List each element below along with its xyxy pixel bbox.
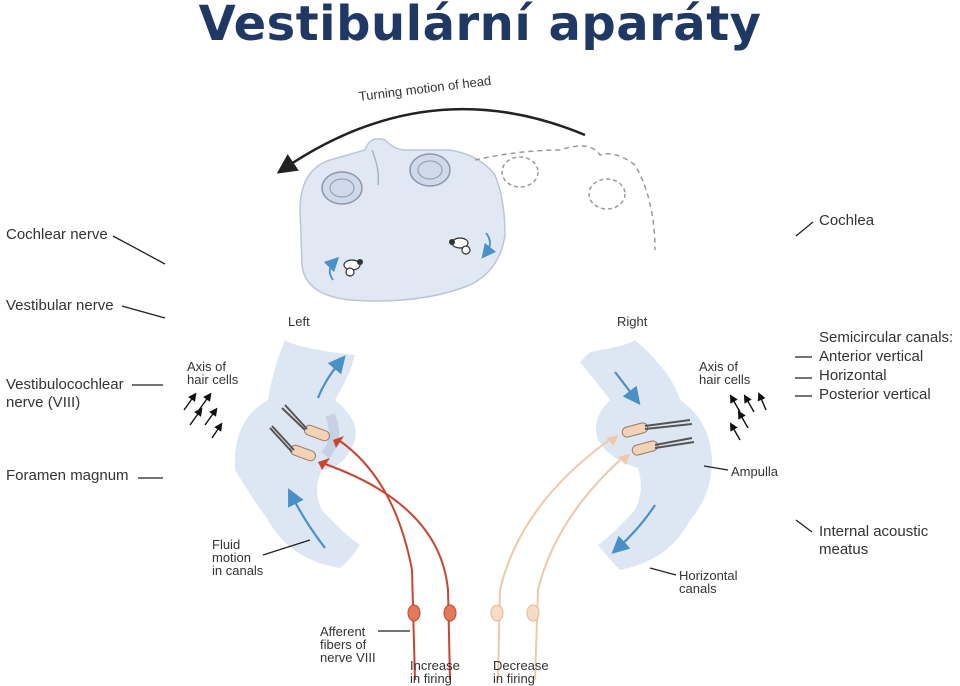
left-flow-arrow-top — [316, 355, 346, 399]
horizontal-canals-label-2: canals — [679, 581, 717, 596]
right-eye — [409, 153, 451, 187]
afferent-label-1: Afferent — [320, 624, 366, 639]
head-dashed-outline — [474, 145, 656, 251]
semicircular-canals-title: Semicircular canals: — [819, 329, 954, 346]
cochlear-nerve-label: Cochlear nerve — [6, 226, 108, 243]
left-side-label: Left — [288, 314, 310, 329]
fluid-motion-label-3: in canals — [212, 563, 264, 578]
cochlea-label: Cochlea — [819, 212, 875, 229]
right-afferent-1 — [497, 440, 609, 681]
vestibular-nerve-label: Vestibular nerve — [6, 297, 114, 314]
right-canal — [580, 340, 712, 570]
internal-acoustic-label-2: meatus — [819, 541, 869, 558]
left-afferent-1 — [339, 440, 416, 681]
decrease-firing-label-1: Decrease — [493, 658, 549, 673]
afferent-label-3: nerve VIII — [320, 650, 376, 665]
foramen-magnum-label: Foramen magnum — [6, 467, 129, 484]
increase-firing-label-1: Increase — [410, 658, 460, 673]
axis-hair-cells-left-1: Axis of — [187, 359, 227, 374]
fluid-motion-label-2: motion — [212, 550, 252, 565]
axis-hair-cells-right-2: hair cells — [699, 372, 751, 387]
left-hair-cells — [269, 404, 344, 470]
fluid-motion-label-1: Fluid — [212, 537, 241, 552]
semicircular-anterior: Anterior vertical — [819, 348, 924, 365]
increase-firing-label-2: in firing — [410, 671, 452, 686]
axis-hair-cells-right-1: Axis of — [699, 359, 739, 374]
leader-lines — [112, 221, 814, 632]
horizontal-canals-label-1: Horizontal — [679, 568, 738, 583]
decrease-firing-label-2: in firing — [493, 671, 535, 686]
left-eye — [321, 171, 363, 205]
afferent-label-2: fibers of — [320, 637, 367, 652]
right-afferent-2 — [534, 459, 621, 681]
ampulla-label: Ampulla — [731, 464, 778, 479]
internal-acoustic-label-1: Internal acoustic — [819, 523, 929, 540]
right-flow-arrow-bottom — [611, 504, 656, 554]
semicircular-horizontal: Horizontal — [819, 367, 887, 384]
right-hair-cells — [606, 419, 695, 465]
right-inner-ear-mini — [449, 232, 497, 259]
right-side-label: Right — [617, 314, 648, 329]
left-flow-arrow-bottom — [288, 488, 326, 549]
right-axis-arrows — [729, 392, 767, 441]
left-afferent-2 — [324, 463, 451, 681]
vestibulocochlear-label-1: Vestibulocochlear — [6, 376, 124, 393]
left-axis-arrows — [183, 392, 223, 439]
left-inner-ear-mini — [323, 256, 363, 281]
semicircular-posterior: Posterior vertical — [819, 386, 931, 403]
vestibulocochlear-label-2: nerve (VIII) — [6, 394, 81, 411]
right-flow-arrow-top — [614, 371, 641, 405]
axis-hair-cells-left-2: hair cells — [187, 372, 239, 387]
turning-motion-arrow — [276, 107, 586, 174]
slide-title: Vestibulární aparáty — [198, 0, 762, 52]
